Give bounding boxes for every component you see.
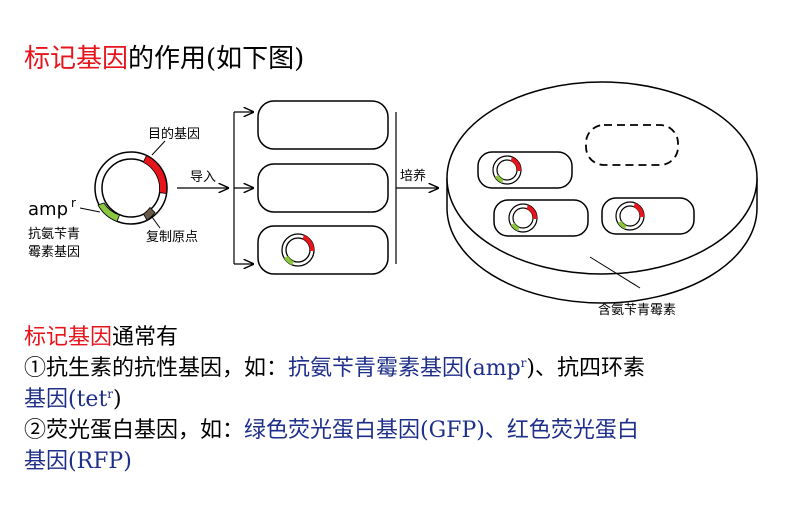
text-line2-prefix: ①抗生素的抗性基因，如：	[24, 356, 289, 381]
label-resistance-line1: 抗氨苄青	[28, 227, 80, 242]
label-import: 导入	[190, 170, 216, 185]
text-line-1: 标记基因通常有	[24, 322, 774, 353]
dish-cell-3-plasmid	[615, 201, 645, 231]
large-plasmid	[94, 151, 168, 225]
text-line1-highlight: 标记基因	[24, 325, 113, 350]
title-highlight: 标记基因	[24, 44, 129, 74]
text-line-2: ①抗生素的抗性基因，如：抗氨苄青霉素基因(ampr)、抗四环素	[24, 353, 774, 384]
text-line4-prefix: ②荧光蛋白基因，如：	[24, 418, 245, 443]
cell-empty-2	[257, 163, 389, 213]
dish-label: 含氨苄青霉素	[598, 302, 676, 318]
text-line2-blue: 抗氨苄青霉素基因(ampr	[288, 356, 527, 381]
dish-cell-2	[493, 199, 589, 237]
explanation-text: 标记基因通常有 ①抗生素的抗性基因，如：抗氨苄青霉素基因(ampr)、抗四环素 …	[24, 322, 774, 477]
label-culture: 培养	[400, 168, 426, 184]
dish-cell-2-plasmid	[508, 203, 538, 233]
cell-with-plasmid	[257, 225, 389, 275]
text-line-4: ②荧光蛋白基因，如：绿色荧光蛋白基因(GFP)、红色荧光蛋白	[24, 415, 774, 446]
text-line3-end: )	[113, 387, 122, 412]
page-title: 标记基因的作用(如下图)	[24, 38, 304, 75]
dish-cell-1-plasmid	[492, 155, 522, 185]
text-line3-blue: 基因(tetr	[24, 387, 114, 412]
cell-empty-1	[257, 100, 389, 150]
text-line4-blue: 绿色荧光蛋白基因(GFP)、红色荧光蛋白	[244, 418, 639, 443]
origin-segment	[142, 206, 156, 221]
resistance-gene-segment	[97, 202, 121, 223]
label-resistance-line2: 霉素基因	[28, 245, 80, 260]
label-target-gene: 目的基因	[148, 126, 200, 142]
text-line5-blue: 基因(RFP)	[24, 449, 132, 474]
dish-cell-1	[477, 151, 573, 189]
cell-plasmid	[281, 233, 315, 267]
text-line1-rest: 通常有	[112, 325, 179, 350]
dead-cell-outline	[585, 124, 679, 166]
text-line-5: 基因(RFP)	[24, 446, 774, 477]
target-gene-segment	[142, 154, 168, 194]
text-line-3: 基因(tetr)	[24, 384, 774, 415]
text-line2-mid: )、抗四环素	[526, 356, 646, 381]
title-rest: 的作用(如下图)	[128, 44, 305, 74]
dish-cell-3	[601, 197, 695, 235]
label-origin: 复制原点	[146, 230, 198, 245]
petri-dish	[446, 81, 758, 304]
